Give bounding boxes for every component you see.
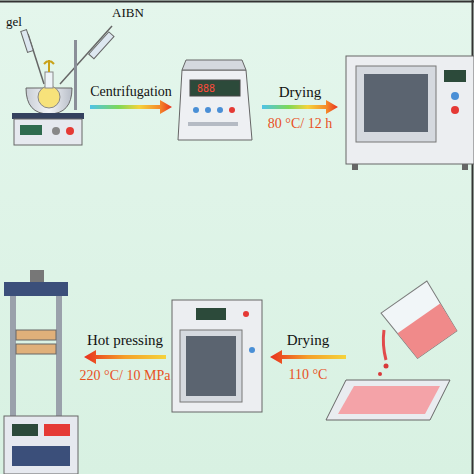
reaction-setup: [44, 60, 54, 72]
hot-press: [4, 270, 78, 474]
reaction-setup: [21, 30, 34, 53]
drying-oven: [196, 308, 226, 320]
casting-beaker: [383, 330, 386, 360]
centrifuge: 888: [197, 83, 215, 94]
hot-press: [12, 446, 70, 466]
condition-label: 110 °C: [289, 367, 328, 382]
step-label: Centrifugation: [90, 84, 172, 99]
centrifuge: [188, 122, 238, 126]
process-arrow: [90, 100, 338, 114]
reaction-setup: [20, 125, 42, 135]
hot-press: [10, 296, 16, 416]
drying-oven: [444, 70, 466, 82]
centrifuge: [217, 107, 223, 113]
hot-press: [4, 416, 78, 474]
drying-oven: [364, 74, 428, 132]
centrifuge: [205, 107, 211, 113]
reaction-setup: [52, 127, 60, 135]
drying-oven: [172, 300, 262, 412]
process-arrow: [262, 100, 338, 114]
casting-beaker: [381, 281, 460, 361]
drying-oven: [186, 336, 236, 396]
step-label: Drying: [279, 84, 322, 101]
centrifuge: [193, 107, 199, 113]
casting-beaker: [338, 386, 440, 414]
drying-oven: [451, 106, 459, 114]
drying-oven: [243, 311, 249, 317]
reaction-setup: [60, 26, 112, 84]
process-arrow: [90, 100, 172, 114]
step-label: Drying: [287, 332, 330, 349]
process-arrow: [84, 350, 166, 364]
hot-press: [12, 424, 38, 436]
reaction-setup: [89, 32, 114, 59]
reagent-label: AIBN: [112, 6, 144, 20]
centrifuge: [190, 80, 240, 96]
reaction-setup: [66, 127, 74, 135]
casting-beaker: [326, 380, 450, 420]
reaction-setup: [12, 113, 84, 119]
centrifuge: [182, 60, 246, 70]
background: [0, 1, 474, 3]
drying-oven: [180, 330, 242, 402]
reaction-setup: [14, 119, 82, 145]
drying-oven: [451, 92, 459, 100]
hot-press: [16, 344, 56, 354]
drying-oven: [346, 56, 474, 164]
hot-press: [44, 424, 70, 436]
condition-label: 80 °C/ 12 h: [268, 116, 332, 131]
drying-oven: [352, 164, 358, 170]
drying-oven: [462, 164, 468, 170]
condition-label: 220 °C/ 10 MPa: [80, 368, 171, 383]
drying-oven: [172, 300, 262, 412]
centrifuge: [178, 70, 252, 140]
step-label: Hot pressing: [87, 332, 163, 349]
reaction-setup: [74, 40, 77, 110]
drying-oven: [356, 66, 436, 142]
hot-press: [56, 296, 62, 416]
reaction-setup: [38, 86, 60, 108]
casting-beaker: [381, 281, 460, 361]
reagent-label: gel: [6, 15, 22, 29]
drying-oven: [249, 347, 255, 353]
casting-beaker: [398, 303, 459, 359]
reaction-setup: [45, 72, 53, 88]
centrifuge: 888: [178, 60, 252, 140]
hot-press: [4, 282, 68, 296]
process-arrow: [84, 350, 346, 364]
drying-oven: [346, 56, 474, 170]
process-arrow: [270, 350, 346, 364]
casting-beaker: [326, 281, 460, 420]
hot-press: [30, 270, 44, 282]
centrifuge: [229, 107, 235, 113]
casting-beaker: [384, 364, 389, 369]
hot-press: [16, 330, 56, 340]
casting-beaker: [378, 372, 382, 376]
